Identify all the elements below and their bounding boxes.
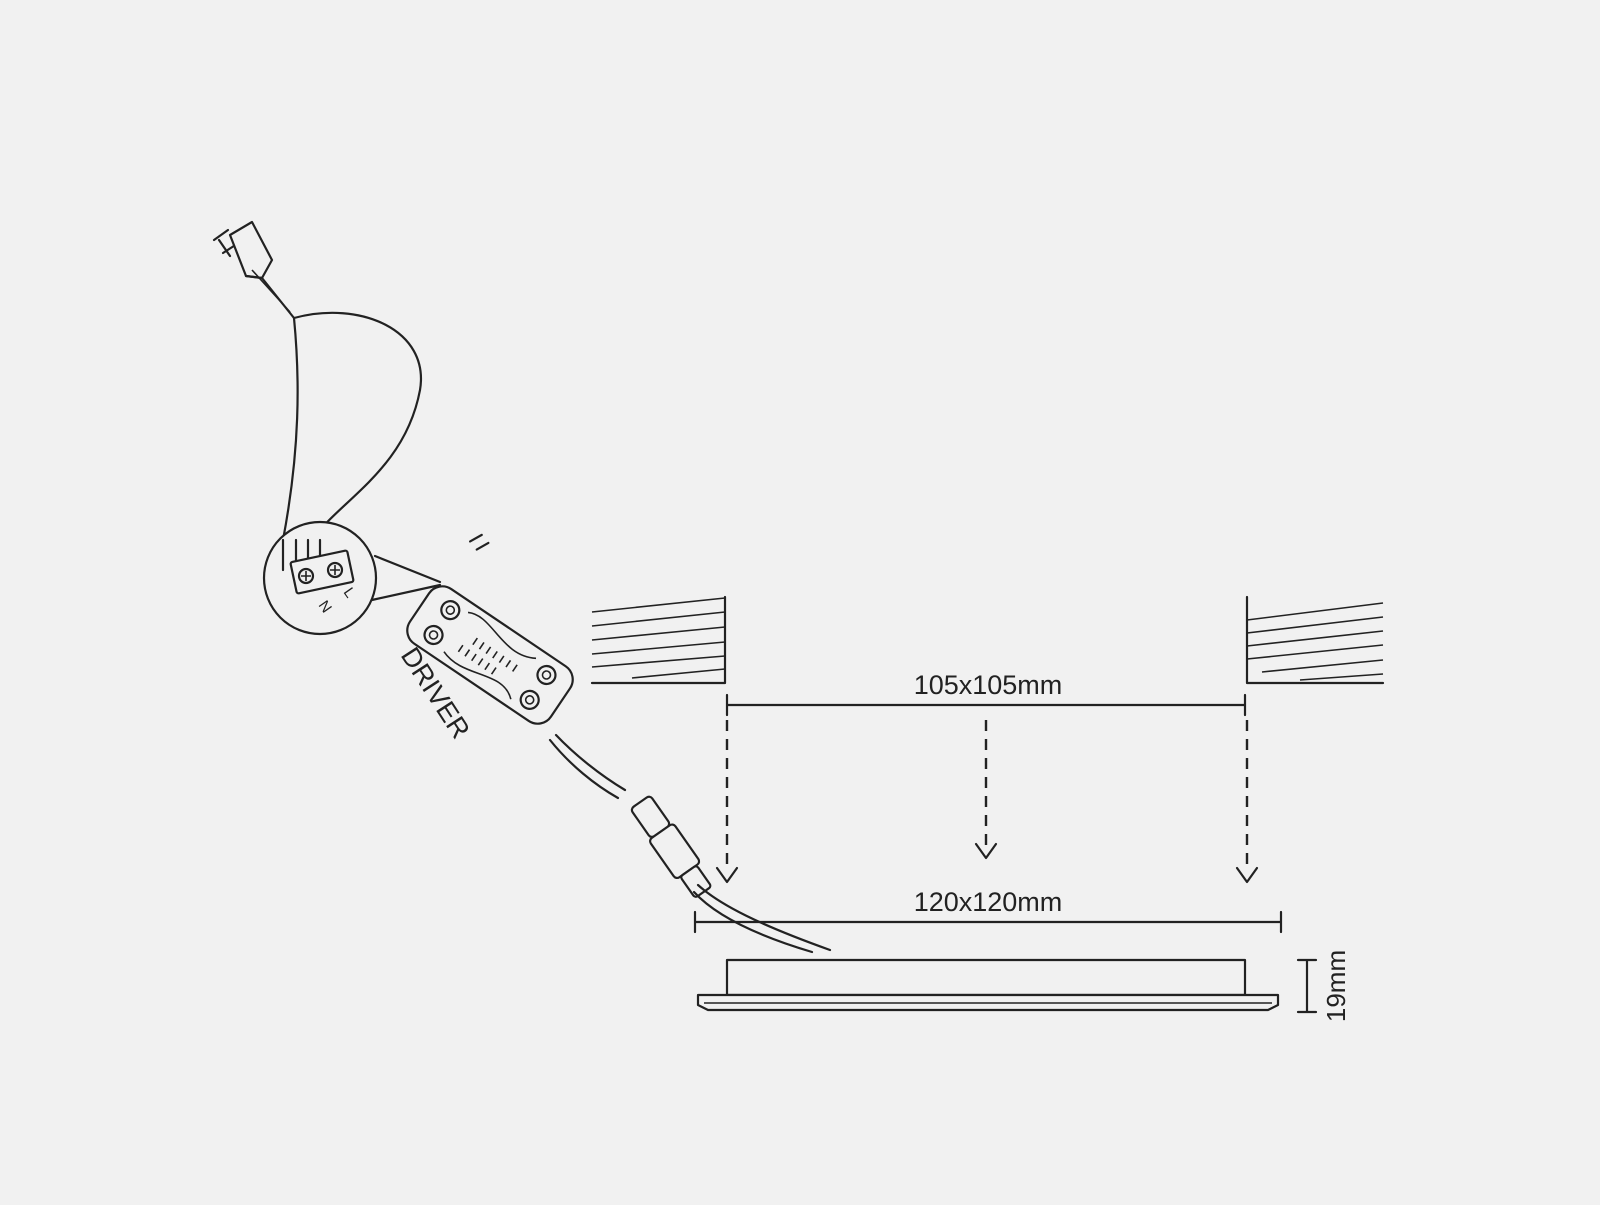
ceiling-left xyxy=(590,595,727,685)
arrow-down-icon xyxy=(715,720,1259,884)
ceiling-right xyxy=(1245,595,1385,685)
led-panel xyxy=(696,958,1280,1012)
panel-dimension: 120x120mm xyxy=(693,887,1283,934)
cutout-dimension-label: 105x105mm xyxy=(914,670,1063,700)
connector-icon xyxy=(630,795,712,898)
terminal-block-icon xyxy=(289,549,355,595)
panel-cable-2 xyxy=(692,890,814,954)
driver-box-icon xyxy=(406,533,574,725)
height-dimension: 19mm xyxy=(1296,950,1351,1022)
driver-output-cable xyxy=(554,733,627,792)
terminal-zoom: N L xyxy=(262,520,442,636)
plug-icon xyxy=(212,220,296,320)
panel-cable xyxy=(696,883,832,952)
cutout-dimension: 105x105mm xyxy=(725,670,1247,717)
height-dimension-label: 19mm xyxy=(1321,950,1351,1022)
mains-cable xyxy=(281,311,423,542)
panel-dimension-label: 120x120mm xyxy=(914,887,1063,917)
driver-output-cable-2 xyxy=(548,738,620,800)
